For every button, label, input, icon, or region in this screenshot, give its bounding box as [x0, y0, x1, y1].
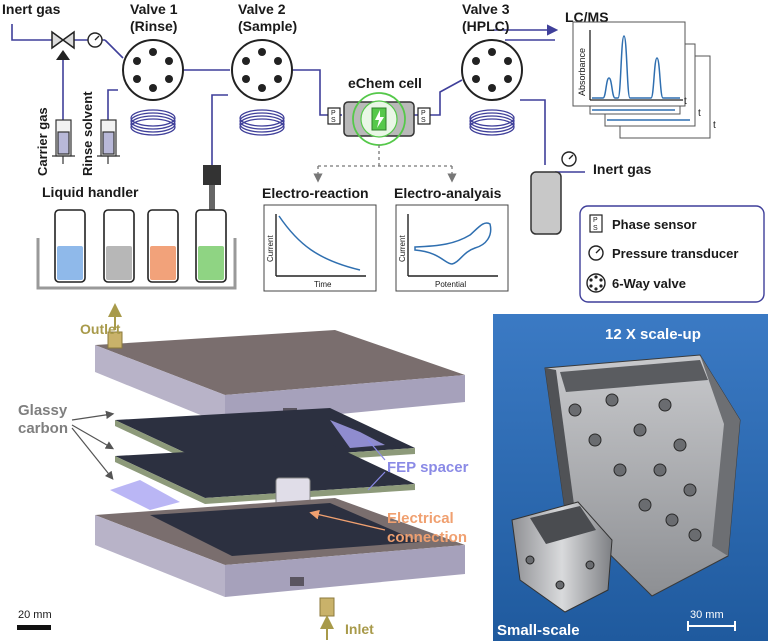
- valve1-subtitle: (Rinse): [130, 18, 177, 34]
- svg-text:S: S: [593, 225, 598, 232]
- cell-render: Outlet Inlet Glassy c: [17, 303, 469, 640]
- plot1-ylabel: Current: [266, 235, 275, 262]
- phase-sensor-icon: PS: [417, 107, 431, 125]
- gas-bottle: [530, 171, 562, 235]
- plot2-ylabel: Current: [398, 235, 407, 262]
- pressure-gauge-icon: [87, 32, 103, 48]
- six-way-valve-icon: [586, 273, 606, 293]
- outlet-label: Outlet: [80, 321, 121, 337]
- svg-text:t: t: [698, 108, 701, 119]
- lightning-icon: [375, 110, 384, 128]
- svg-text:t: t: [713, 120, 716, 131]
- lcms-label: LC/MS: [565, 9, 609, 25]
- glassy-carbon-label-1: Glassy: [18, 402, 68, 419]
- flow-schematic: Inert gas Carrier gas Rinse solvent Valv…: [2, 1, 765, 303]
- svg-text:P: P: [421, 110, 426, 117]
- scale-up-photo: 12 X scale-up Small-scale 30 mm: [493, 314, 768, 641]
- valve3-subtitle: (HPLC): [462, 18, 509, 34]
- liquid-handler-label: Liquid handler: [42, 184, 139, 200]
- small-cell: [511, 501, 613, 613]
- carrier-gas-label: Carrier gas: [35, 107, 50, 176]
- pressure-gauge-icon: [561, 151, 577, 167]
- valve2-title: Valve 2: [238, 1, 286, 17]
- svg-text:P: P: [593, 217, 598, 224]
- echem-cell: [343, 92, 415, 146]
- pressure-gauge-icon: [588, 245, 604, 261]
- small-scale-label: Small-scale: [497, 622, 580, 639]
- six-way-valve-icon: [461, 39, 523, 101]
- legend-six-way-valve: 6-Way valve: [612, 276, 686, 291]
- legend-phase-sensor: Phase sensor: [612, 217, 697, 232]
- electro-analysis-label: Electro-analyais: [394, 185, 502, 201]
- chromatogram-stack: Absorbance t t t: [572, 21, 716, 139]
- phase-sensor-icon: PS: [589, 214, 603, 233]
- electro-analysis-plot: Current Potential: [395, 204, 509, 292]
- liquid-handler: [36, 209, 237, 290]
- valve1-title: Valve 1: [130, 1, 178, 17]
- inlet-label: Inlet: [345, 621, 374, 637]
- legend-pressure-transducer: Pressure transducer: [612, 246, 738, 261]
- six-way-valve-icon: [122, 39, 184, 101]
- svg-text:P: P: [331, 110, 336, 117]
- fep-spacer-label: FEP spacer: [387, 459, 469, 476]
- syringe-icon: [52, 119, 75, 164]
- three-way-valve-icon: [51, 30, 75, 60]
- inlet-fitting: [319, 597, 335, 617]
- plot1-xlabel: Time: [314, 280, 332, 289]
- scale-bar-label: 20 mm: [18, 609, 52, 621]
- plot2-xlabel: Potential: [435, 280, 466, 289]
- syringe-icon: [97, 119, 120, 164]
- chromatogram-t-label: t: [684, 96, 687, 107]
- valve2-subtitle: (Sample): [238, 18, 297, 34]
- fep-spacer-sheet: [330, 420, 385, 448]
- six-way-valve-icon: [231, 39, 293, 101]
- scale-up-label: 12 X scale-up: [605, 326, 701, 343]
- svg-text:S: S: [331, 117, 336, 124]
- electrical-label-1: Electrical: [387, 510, 454, 527]
- echem-cell-label: eChem cell: [348, 75, 422, 91]
- inert-gas-in-label: Inert gas: [2, 1, 61, 17]
- scale-bar: [17, 625, 51, 630]
- glassy-carbon-label-2: carbon: [18, 420, 68, 437]
- valve3-title: Valve 3: [462, 1, 510, 17]
- svg-text:S: S: [421, 117, 426, 124]
- electro-reaction-plot: Current Time: [263, 204, 377, 292]
- photo-scale-bar: [687, 621, 736, 631]
- electrical-label-2: connection: [387, 529, 467, 546]
- outlet-fitting: [107, 331, 123, 349]
- fep-spacer-sheet: [110, 480, 180, 510]
- inert-gas-out-label: Inert gas: [593, 161, 652, 177]
- legend: PS Phase sensor Pressure transducer 6-Wa…: [579, 205, 765, 303]
- photo-scale-bar-label: 30 mm: [690, 609, 724, 621]
- electro-reaction-label: Electro-reaction: [262, 185, 369, 201]
- chromatogram-ylabel: Absorbance: [577, 48, 587, 96]
- rinse-solvent-label: Rinse solvent: [80, 91, 95, 176]
- phase-sensor-icon: PS: [327, 107, 341, 125]
